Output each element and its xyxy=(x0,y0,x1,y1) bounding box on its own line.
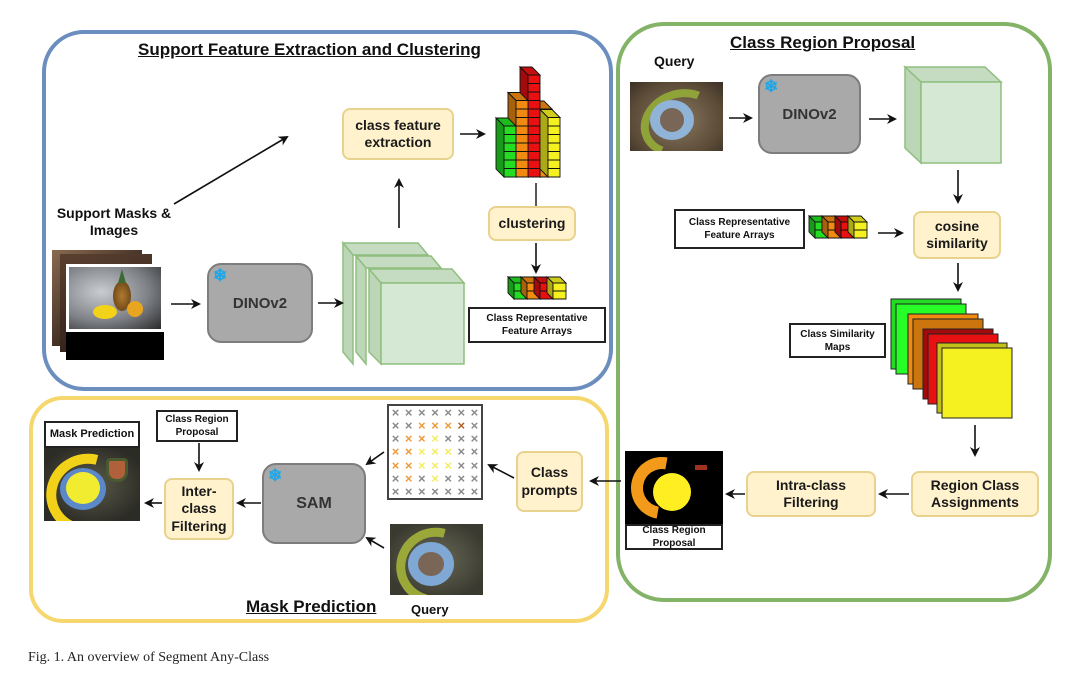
snowflake-icon: ❄ xyxy=(764,77,779,96)
point-prompt-marker: × xyxy=(418,483,426,499)
point-prompt-marker: × xyxy=(418,431,426,447)
point-prompt-marker: × xyxy=(470,444,479,460)
point-prompt-marker: × xyxy=(404,457,413,473)
intra-class-filtering-step[interactable]: Intra-class Filtering xyxy=(746,471,876,517)
inter-class-filtering-step[interactable]: Inter-class Filtering xyxy=(164,478,234,540)
support-image-stack xyxy=(52,248,164,360)
mask-proposal-note: Class Region Proposal xyxy=(156,410,238,442)
point-prompt-marker: × xyxy=(457,483,466,499)
point-prompt-marker: × xyxy=(404,418,413,434)
mask-prediction-label: Mask Prediction xyxy=(44,421,140,448)
mask-prediction-panel xyxy=(29,396,609,623)
point-prompt-marker: × xyxy=(404,483,413,499)
point-prompt-marker: × xyxy=(470,418,479,434)
mask-query-image xyxy=(390,524,483,595)
point-prompt-marker: × xyxy=(418,457,426,473)
point-prompt-marker: × xyxy=(418,405,426,421)
point-prompt-marker: × xyxy=(418,418,426,434)
point-prompt-marker: × xyxy=(470,431,479,447)
point-prompt-marker: × xyxy=(470,405,479,421)
point-prompt-marker: × xyxy=(444,457,452,473)
region-class-assignments-step[interactable]: Region Class Assignments xyxy=(911,471,1039,517)
region-query-label: Query xyxy=(654,53,695,69)
sam-model[interactable]: ❄ SAM xyxy=(262,463,366,544)
point-prompt-marker: × xyxy=(444,405,452,421)
snowflake-icon: ❄ xyxy=(213,266,228,285)
support-panel-title: Support Feature Extraction and Clusterin… xyxy=(138,40,481,59)
mask-panel-title: Mask Prediction xyxy=(246,597,377,616)
cosine-similarity-step[interactable]: cosine similarity xyxy=(913,211,1001,259)
point-prompt-marker: × xyxy=(431,483,439,499)
class-prompts-step[interactable]: Class prompts xyxy=(516,451,583,512)
point-prompt-marker: × xyxy=(391,444,400,460)
point-prompt-marker: × xyxy=(404,444,413,460)
point-prompt-marker: × xyxy=(391,457,400,473)
point-prompt-marker: × xyxy=(444,444,452,460)
region-representative-label: Class Representative Feature Arrays xyxy=(674,209,805,249)
similarity-maps-label: Class Similarity Maps xyxy=(789,323,886,358)
point-prompt-marker: × xyxy=(418,444,426,460)
model-label: DINOv2 xyxy=(782,105,837,123)
point-prompt-marker: × xyxy=(457,405,466,421)
point-prompt-marker: × xyxy=(391,431,400,447)
point-prompt-marker: × xyxy=(457,457,466,473)
figure-caption: Fig. 1. An overview of Segment Any-Class xyxy=(28,650,270,665)
point-prompt-marker: × xyxy=(457,444,466,460)
point-prompt-marker: × xyxy=(444,470,452,486)
clustering-step[interactable]: clustering xyxy=(488,206,576,241)
point-prompt-marker: × xyxy=(391,418,400,434)
support-dinov2-model[interactable]: ❄ DINOv2 xyxy=(207,263,313,343)
region-panel-title: Class Region Proposal xyxy=(730,33,916,52)
point-prompt-marker: × xyxy=(431,418,439,434)
snowflake-icon: ❄ xyxy=(268,466,283,485)
point-prompt-marker: × xyxy=(431,405,439,421)
point-prompt-marker: × xyxy=(444,431,452,447)
point-prompt-marker: × xyxy=(418,470,426,486)
class-region-proposal-image xyxy=(625,451,723,524)
point-prompt-marker: × xyxy=(431,431,439,447)
support-feature-panel xyxy=(42,30,613,391)
support-representative-label: Class Representative Feature Arrays xyxy=(468,307,606,343)
point-prompt-marker: × xyxy=(470,483,479,499)
model-label: SAM xyxy=(296,494,332,512)
point-prompt-marker: × xyxy=(457,470,466,486)
point-prompt-marker: × xyxy=(391,483,400,499)
mask-query-label: Query xyxy=(411,602,449,617)
point-prompt-marker: × xyxy=(457,418,466,434)
class-feature-extraction-step[interactable]: class feature extraction xyxy=(342,108,454,160)
support-input-label: Support Masks & Images xyxy=(56,205,172,238)
point-prompt-marker: × xyxy=(391,470,400,486)
point-prompt-marker: × xyxy=(404,405,413,421)
support-image-front xyxy=(66,264,164,332)
point-prompt-marker: × xyxy=(404,431,413,447)
point-prompt-marker: × xyxy=(431,457,439,473)
point-prompt-marker: × xyxy=(457,431,466,447)
point-prompt-marker: × xyxy=(431,470,439,486)
point-prompt-marker: × xyxy=(431,444,439,460)
point-prompt-marker: × xyxy=(444,418,452,434)
point-prompt-marker: × xyxy=(404,470,413,486)
region-query-image xyxy=(630,82,723,151)
point-prompt-grid: ××××××××××××××××××××××××××××××××××××××××… xyxy=(387,404,483,500)
class-region-proposal-panel xyxy=(616,22,1052,602)
mask-prediction-image xyxy=(44,448,140,521)
class-region-proposal-label: Class Region Proposal xyxy=(625,524,723,550)
point-prompt-marker: × xyxy=(470,470,479,486)
model-label: DINOv2 xyxy=(232,294,288,312)
point-prompt-marker: × xyxy=(444,483,452,499)
region-dinov2-model[interactable]: ❄ DINOv2 xyxy=(758,74,861,154)
point-prompt-marker: × xyxy=(470,457,479,473)
point-prompt-marker: × xyxy=(391,405,400,421)
